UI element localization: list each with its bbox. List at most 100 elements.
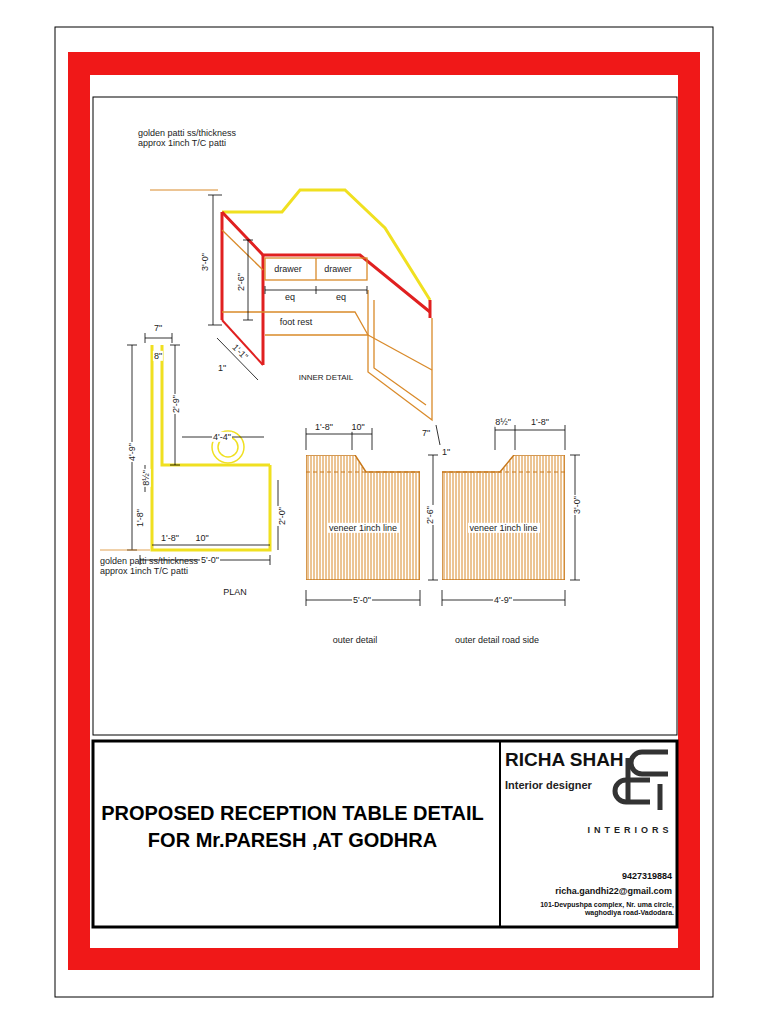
veneer-hatch: [522, 456, 523, 580]
drawing-label: eq: [335, 292, 347, 302]
drawing-label: drawer: [273, 264, 303, 274]
veneer-hatch: [534, 456, 535, 580]
drawing-label: 1": [217, 363, 227, 373]
veneer-hatch: [347, 456, 348, 580]
veneer-hatch: [404, 473, 405, 580]
veneer-hatch: [549, 456, 550, 580]
drawing-label: 7": [153, 323, 163, 333]
drawing-label: 4'-9": [493, 595, 513, 605]
veneer-hatch: [416, 473, 417, 580]
drawing-label: 1'-8": [160, 533, 180, 543]
veneer-hatch: [401, 473, 402, 580]
drawing-label: 5'-0": [352, 595, 372, 605]
panel-note: veneer 1inch line: [467, 522, 539, 532]
drawing-label: 5'-0": [200, 555, 220, 565]
veneer-hatch: [462, 473, 463, 580]
veneer-hatch: [459, 473, 460, 580]
drawing-label: outer detail road side: [454, 635, 540, 645]
panel-outline: [442, 455, 565, 580]
drawing-label: 2'-6": [236, 272, 246, 292]
veneer-hatch: [561, 456, 562, 580]
veneer-hatch: [317, 456, 318, 580]
veneer-hatch: [528, 456, 529, 580]
veneer-hatch: [359, 462, 360, 580]
veneer-hatch: [320, 456, 321, 580]
veneer-hatch: [341, 456, 342, 580]
veneer-hatch: [546, 456, 547, 580]
veneer-hatch: [311, 456, 312, 580]
veneer-hatch: [314, 456, 315, 580]
veneer-panel: veneer 1inch line: [306, 455, 420, 580]
veneer-hatch: [413, 473, 414, 580]
veneer-hatch: [552, 456, 553, 580]
veneer-hatch: [465, 473, 466, 580]
panel-note: veneer 1inch line: [327, 522, 399, 532]
veneer-hatch: [444, 473, 445, 580]
veneer-hatch: [525, 456, 526, 580]
veneer-hatch: [308, 456, 309, 580]
veneer-hatch: [410, 473, 411, 580]
drawing-label: foot rest: [279, 317, 314, 327]
veneer-hatch: [516, 456, 517, 580]
drawing-label: 2'-6": [425, 505, 435, 525]
veneer-hatch: [531, 456, 532, 580]
veneer-hatch: [537, 456, 538, 580]
drawing-label: 10": [350, 422, 365, 432]
veneer-hatch: [407, 473, 408, 580]
logo-text: INTERIORS: [586, 825, 673, 835]
panel-edge: [442, 455, 565, 580]
designer-block: RICHA SHAH Interior designer 9427319884 ric…: [500, 743, 678, 926]
veneer-hatch: [356, 458, 357, 580]
veneer-hatch: [456, 473, 457, 580]
veneer-hatch: [519, 456, 520, 580]
drawing-label: eq: [284, 292, 296, 302]
drawing-label: 3'-0": [572, 495, 582, 515]
panel-edge: [306, 455, 420, 580]
drawing-label: INNER DETAIL: [298, 373, 355, 382]
drawing-label: outer detail: [332, 635, 379, 645]
drawing-label: 7": [421, 428, 431, 438]
notch-line: [306, 472, 420, 473]
veneer-hatch: [555, 456, 556, 580]
veneer-hatch: [540, 456, 541, 580]
drawing-label: 1'-8": [530, 417, 550, 427]
drawing-label: golden patti ss/thickness approx 1inch T…: [100, 556, 200, 577]
veneer-hatch: [353, 456, 354, 580]
sheet-title: PROPOSED RECEPTION TABLE DETAIL FOR Mr.P…: [100, 800, 485, 854]
drawing-label: 2'-9": [171, 394, 181, 414]
veneer-hatch: [338, 456, 339, 580]
drawing-label: golden patti ss/thickness approx 1inch T…: [138, 128, 238, 149]
address: 101-Devpushpa complex, Nr. uma circle, w…: [504, 901, 674, 917]
drawing-label: 1": [441, 447, 451, 457]
drawing-label: drawer: [323, 264, 353, 274]
drawing-label: 3'-0": [200, 252, 210, 272]
drawing-label: PLAN: [222, 587, 248, 597]
drawing-label: 1'-8": [314, 422, 334, 432]
veneer-hatch: [450, 473, 451, 580]
drawing-label: 4'-9": [127, 442, 137, 462]
drawing-label: 8½": [141, 469, 151, 487]
veneer-hatch: [344, 456, 345, 580]
veneer-hatch: [323, 456, 324, 580]
veneer-hatch: [510, 461, 511, 580]
drawing-label: 2'-0": [277, 506, 287, 526]
veneer-hatch: [326, 456, 327, 580]
email: richa.gandhi22@gmail.com: [555, 886, 672, 896]
veneer-hatch: [350, 456, 351, 580]
designer-name: RICHA SHAH: [505, 749, 624, 771]
veneer-hatch: [329, 456, 330, 580]
veneer-panel: veneer 1inch line: [442, 455, 565, 580]
veneer-hatch: [447, 473, 448, 580]
drawing-label: 8": [153, 351, 163, 361]
drawing-label: 4'-4": [212, 432, 232, 442]
phone-number: 9427319884: [622, 871, 672, 881]
veneer-hatch: [513, 457, 514, 580]
notch-line: [442, 472, 565, 473]
drawing-label: 1'-8": [135, 508, 145, 528]
panel-outline: [306, 455, 420, 580]
designer-role: Interior designer: [505, 779, 592, 792]
drawing-label: 8½": [494, 417, 512, 427]
drawing-label: 10": [194, 533, 209, 543]
